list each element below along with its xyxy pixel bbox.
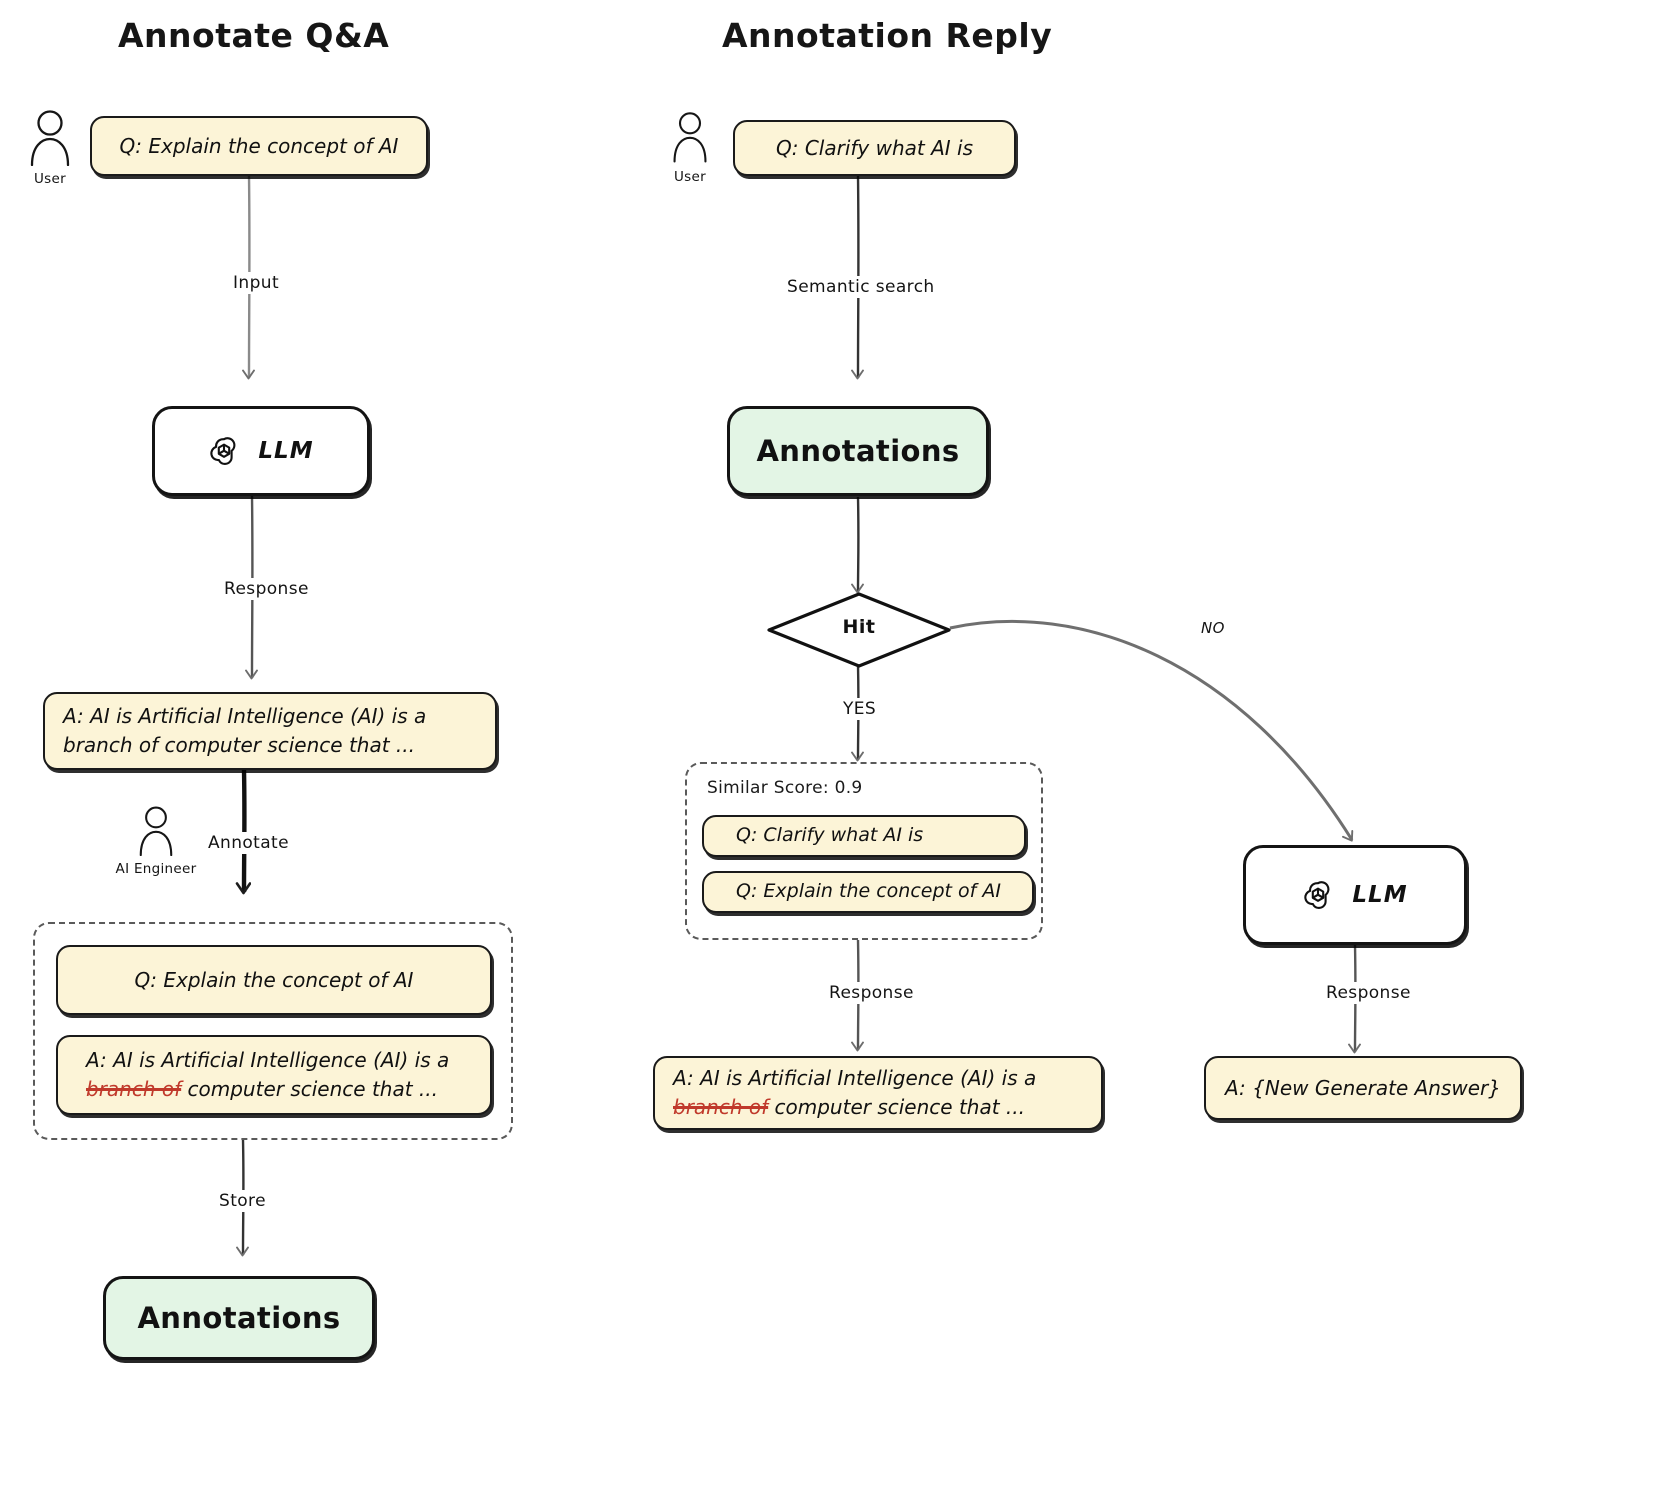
- annotated-question-box[interactable]: Q: Explain the concept of AI: [56, 945, 492, 1015]
- column-title-annotation-reply: Annotation Reply: [722, 16, 1053, 55]
- edge-label-no: NO: [1196, 618, 1230, 638]
- actor-ai-engineer-caption: AI Engineer: [115, 861, 197, 877]
- actor-user-left: User: [22, 108, 78, 187]
- left-annotations-store[interactable]: Annotations: [103, 1276, 375, 1360]
- edge-label-store: Store: [214, 1190, 271, 1212]
- user-icon: [673, 112, 707, 163]
- openai-logo-icon: [210, 437, 236, 465]
- left-llm-label: LLM: [258, 438, 314, 464]
- left-answer-line1: A: AI is Artificial Intelligence (AI) is…: [63, 704, 427, 728]
- annotated-answer-line1: A: AI is Artificial Intelligence (AI) is…: [86, 1048, 450, 1072]
- left-question-box[interactable]: Q: Explain the concept of AI: [90, 116, 428, 176]
- similar-match-item-2[interactable]: Q: Explain the concept of AI: [702, 871, 1034, 913]
- left-llm-box[interactable]: LLM: [152, 406, 370, 496]
- edge-label-semantic-search: Semantic search: [782, 276, 940, 298]
- actor-ai-engineer: AI Engineer: [108, 804, 204, 877]
- right-question-box[interactable]: Q: Clarify what AI is: [733, 120, 1016, 176]
- user-icon: [30, 110, 70, 167]
- edge-label-response-left: Response: [219, 578, 314, 600]
- actor-user-right-caption: User: [674, 169, 706, 185]
- annotated-answer-box[interactable]: A: AI is Artificial Intelligence (AI) is…: [56, 1035, 492, 1115]
- edge-label-response-hit: Response: [824, 982, 919, 1004]
- left-answer-box[interactable]: A: AI is Artificial Intelligence (AI) is…: [43, 692, 497, 770]
- actor-user-right: User: [664, 108, 716, 185]
- actor-user-left-caption: User: [34, 171, 66, 187]
- hit-answer-box[interactable]: A: AI is Artificial Intelligence (AI) is…: [653, 1056, 1103, 1130]
- similar-match-group: [685, 762, 1043, 940]
- edge-label-yes: YES: [838, 698, 882, 720]
- diamond-shape: [767, 592, 951, 668]
- right-annotations-store[interactable]: Annotations: [727, 406, 989, 496]
- annotated-question-text: Q: Explain the concept of AI: [134, 967, 414, 992]
- annotated-pair-group: [33, 922, 513, 1140]
- similar-score-caption: Similar Score: 0.9: [707, 778, 863, 798]
- left-annotations-label: Annotations: [137, 1301, 341, 1335]
- new-answer-box[interactable]: A: {New Generate Answer}: [1204, 1056, 1522, 1120]
- hit-answer-line1: A: AI is Artificial Intelligence (AI) is…: [673, 1066, 1037, 1090]
- edge-no: [949, 620, 1354, 842]
- similar-match-item-2-text: Q: Explain the concept of AI: [736, 880, 1001, 903]
- edge-label-response-llm: Response: [1321, 982, 1416, 1004]
- right-llm-label: LLM: [1352, 882, 1408, 908]
- annotated-answer-struck: branch of: [86, 1077, 182, 1101]
- left-answer-line2: branch of computer science that ...: [63, 733, 415, 757]
- annotated-answer-rest: computer science that ...: [187, 1077, 438, 1101]
- hit-answer-struck: branch of: [673, 1095, 769, 1119]
- right-llm-box[interactable]: LLM: [1243, 845, 1467, 945]
- user-icon: [139, 806, 173, 857]
- left-question-text: Q: Explain the concept of AI: [119, 133, 399, 158]
- hit-decision[interactable]: Hit: [766, 592, 952, 668]
- openai-logo-icon: [1304, 881, 1330, 909]
- similar-match-item-1[interactable]: Q: Clarify what AI is: [702, 815, 1026, 857]
- column-title-annotate-qa: Annotate Q&A: [118, 16, 390, 55]
- hit-decision-label: Hit: [842, 616, 876, 638]
- hit-answer-rest: computer science that ...: [774, 1095, 1025, 1119]
- right-question-text: Q: Clarify what AI is: [775, 135, 974, 160]
- similar-match-item-1-text: Q: Clarify what AI is: [736, 824, 924, 847]
- edge-label-input: Input: [228, 272, 285, 294]
- new-answer-text: A: {New Generate Answer}: [1224, 1075, 1501, 1100]
- right-annotations-label: Annotations: [756, 434, 960, 468]
- edge-label-annotate: Annotate: [203, 832, 294, 854]
